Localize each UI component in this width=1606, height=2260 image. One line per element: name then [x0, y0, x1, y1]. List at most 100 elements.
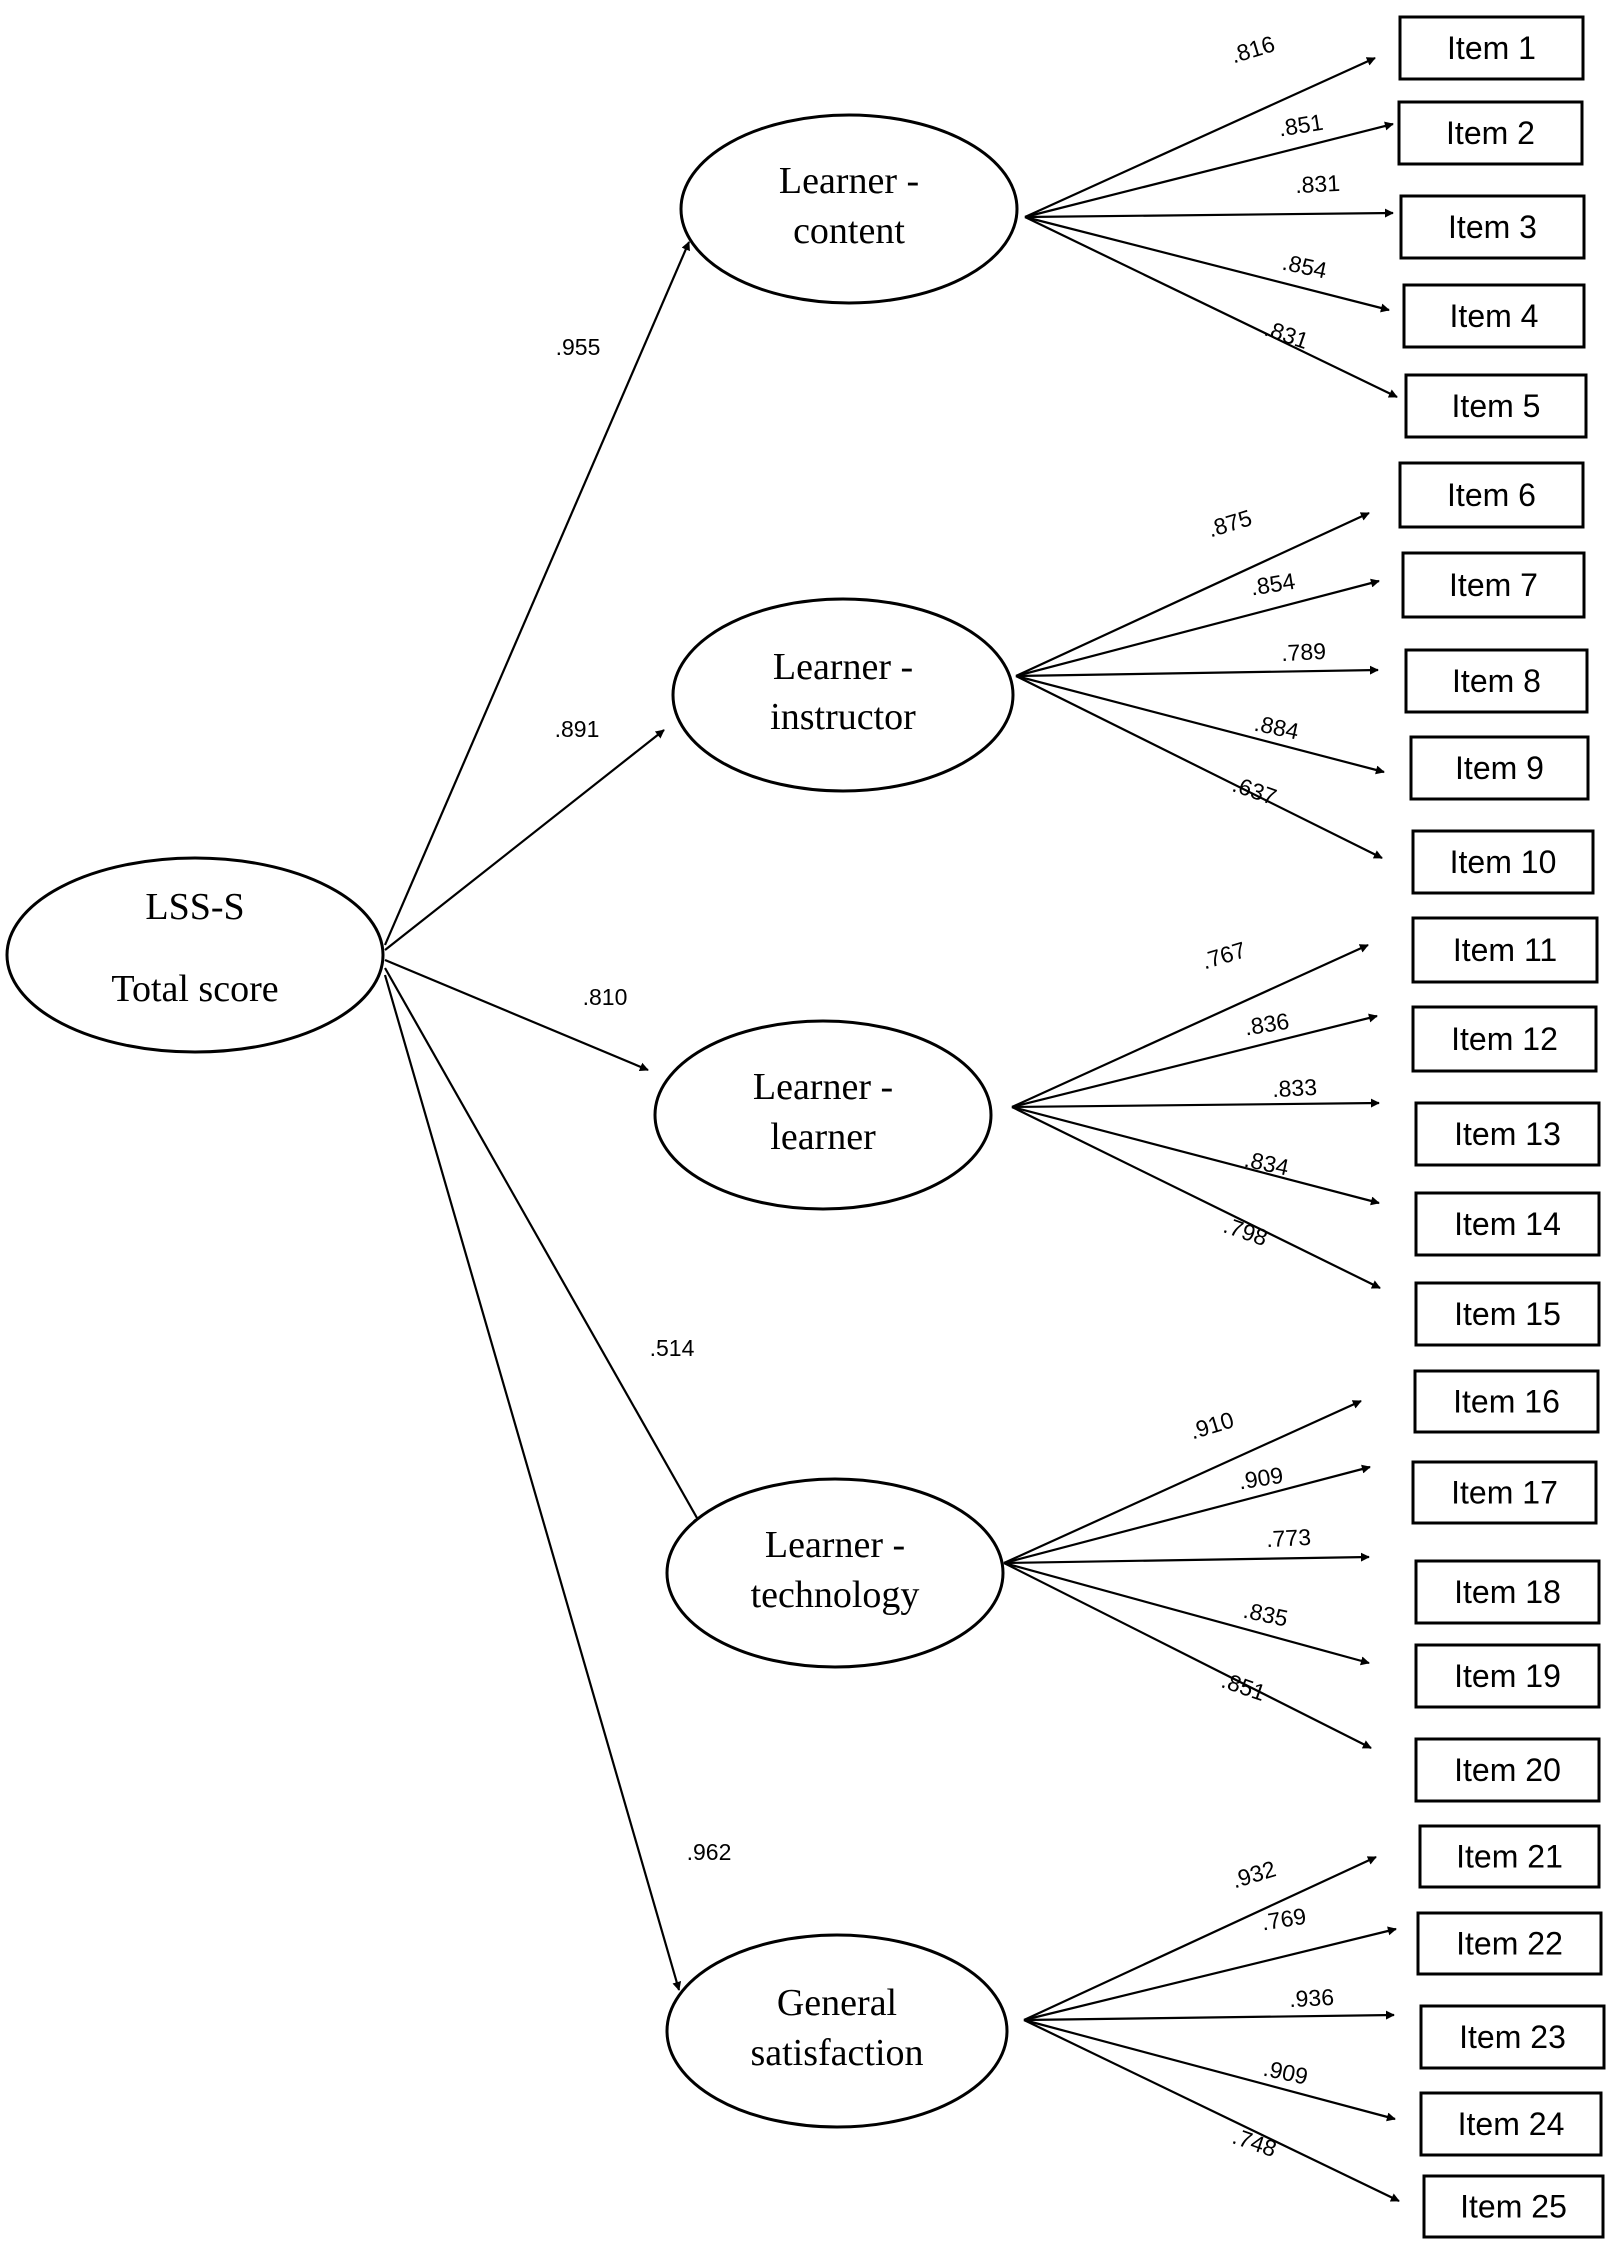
item-label: Item 17	[1451, 1475, 1558, 1511]
item-loading-label: .773	[1266, 1524, 1312, 1552]
root-to-factor-1-arrow	[383, 241, 691, 946]
item-loading-label: .748	[1229, 2123, 1280, 2162]
item-box	[1414, 1281, 1601, 1347]
item-box	[1414, 1559, 1601, 1625]
factor-3-to-item-arrow	[1011, 943, 1369, 1109]
factor-2-to-item-arrow	[1015, 665, 1379, 678]
factor-4-label: Learner -	[765, 1524, 905, 1566]
item-box	[1414, 1191, 1601, 1257]
item-box	[1413, 1369, 1600, 1434]
item-box	[1411, 916, 1599, 984]
root-to-factor-5-arrow	[383, 974, 682, 1991]
item-label: Item 23	[1459, 2019, 1566, 2055]
item-loading-label: .767	[1198, 936, 1248, 974]
factor-4-loading-label: .514	[650, 1335, 695, 1361]
root-to-factor-4-arrow	[384, 967, 702, 1526]
item-label: Item 20	[1454, 1752, 1561, 1788]
item-loading-label: .836	[1243, 1008, 1291, 1041]
factor-4-to-item-arrow	[1003, 1399, 1362, 1565]
factor-1-to-item-arrow	[1024, 216, 1398, 398]
factor-4-to-item-arrow	[1003, 1464, 1371, 1565]
factor-5-to-item-arrow	[1023, 1856, 1377, 2021]
factor-2-to-item-arrow	[1015, 675, 1383, 859]
item-label: Item 18	[1454, 1574, 1561, 1610]
factor-2-label: instructor	[770, 696, 916, 738]
item-label: Item 22	[1456, 1926, 1563, 1962]
factor-2-to-item-arrow	[1015, 674, 1385, 775]
factor-4-to-item-arrow	[1003, 1552, 1370, 1565]
item-label: Item 5	[1452, 388, 1541, 424]
factor-3-to-item-arrow	[1011, 1098, 1380, 1109]
root-node-ellipse	[5, 856, 385, 1054]
item-box	[1397, 100, 1584, 166]
item-label: Item 10	[1450, 844, 1557, 880]
item-box	[1402, 283, 1586, 349]
factor-5-to-item-arrow	[1023, 1926, 1397, 2022]
factor-1-to-item-arrow	[1024, 121, 1394, 219]
factor-3-to-item-arrow	[1011, 1105, 1380, 1206]
item-label: Item 2	[1446, 115, 1535, 151]
factor-1-ellipse	[679, 113, 1019, 305]
item-label: Item 21	[1456, 1839, 1563, 1875]
item-box	[1411, 1460, 1598, 1525]
item-loading-label: .831	[1295, 170, 1341, 198]
item-box	[1411, 829, 1595, 895]
item-loading-label: .910	[1186, 1406, 1236, 1444]
item-loading-label: .875	[1204, 504, 1254, 542]
root-node-label: LSS-S	[145, 886, 244, 928]
item-loading-label: .854	[1249, 568, 1297, 601]
item-box	[1419, 2004, 1606, 2070]
factor-2-label: Learner -	[773, 646, 913, 688]
item-box	[1414, 1643, 1601, 1709]
factor-2-loading-label: .891	[555, 716, 600, 742]
factor-3-loading-label: .810	[583, 984, 628, 1010]
item-label: Item 15	[1454, 1296, 1561, 1332]
item-box	[1401, 551, 1586, 619]
factor-1-loading-label: .955	[556, 334, 601, 360]
item-label: Item 4	[1450, 298, 1539, 334]
root-node-label: Total score	[111, 968, 278, 1010]
factor-4-ellipse	[665, 1477, 1005, 1669]
item-label: Item 12	[1451, 1021, 1558, 1057]
item-loading-label: .833	[1272, 1074, 1318, 1102]
item-box	[1399, 194, 1586, 260]
item-loading-label: .936	[1289, 1984, 1335, 2012]
item-box	[1419, 2091, 1603, 2157]
item-label: Item 3	[1448, 209, 1537, 245]
factor-3-to-item-arrow	[1011, 1013, 1378, 1109]
factor-5-to-item-arrow	[1023, 2010, 1395, 2022]
factor-1-label: Learner -	[779, 160, 919, 202]
item-loading-label: .932	[1228, 1855, 1278, 1893]
factor-2-to-item-arrow	[1015, 578, 1380, 678]
factor-3-ellipse	[653, 1019, 993, 1211]
factor-1-to-item-arrow	[1024, 56, 1376, 219]
item-box	[1404, 648, 1589, 714]
item-box	[1416, 1911, 1603, 1976]
item-loading-label: .835	[1241, 1597, 1290, 1632]
factor-3-label: Learner -	[753, 1066, 893, 1108]
item-loading-label: .854	[1280, 249, 1329, 284]
item-loading-label: .798	[1220, 1212, 1271, 1251]
factor-4-to-item-arrow	[1003, 1561, 1370, 1666]
item-box	[1414, 1101, 1601, 1167]
factor-4-label: technology	[751, 1574, 920, 1616]
item-label: Item 6	[1447, 477, 1536, 513]
item-box	[1398, 15, 1585, 81]
factor-1-label: content	[793, 210, 905, 252]
item-label: Item 13	[1454, 1116, 1561, 1152]
item-label: Item 24	[1458, 2106, 1565, 2142]
item-box	[1404, 373, 1588, 439]
factor-4-to-item-arrow	[1003, 1562, 1372, 1749]
item-box	[1411, 1005, 1598, 1073]
factor-5-to-item-arrow	[1023, 2019, 1400, 2202]
item-loading-label: .851	[1277, 109, 1325, 142]
item-label: Item 7	[1449, 567, 1538, 603]
item-loading-label: .834	[1242, 1146, 1291, 1181]
item-label: Item 14	[1454, 1206, 1561, 1242]
root-to-factor-2-arrow	[384, 729, 665, 951]
item-box	[1414, 1737, 1601, 1803]
factor-5-to-item-arrow	[1023, 2018, 1396, 2122]
item-box	[1418, 1824, 1601, 1889]
factor-1-to-item-arrow	[1024, 208, 1394, 219]
